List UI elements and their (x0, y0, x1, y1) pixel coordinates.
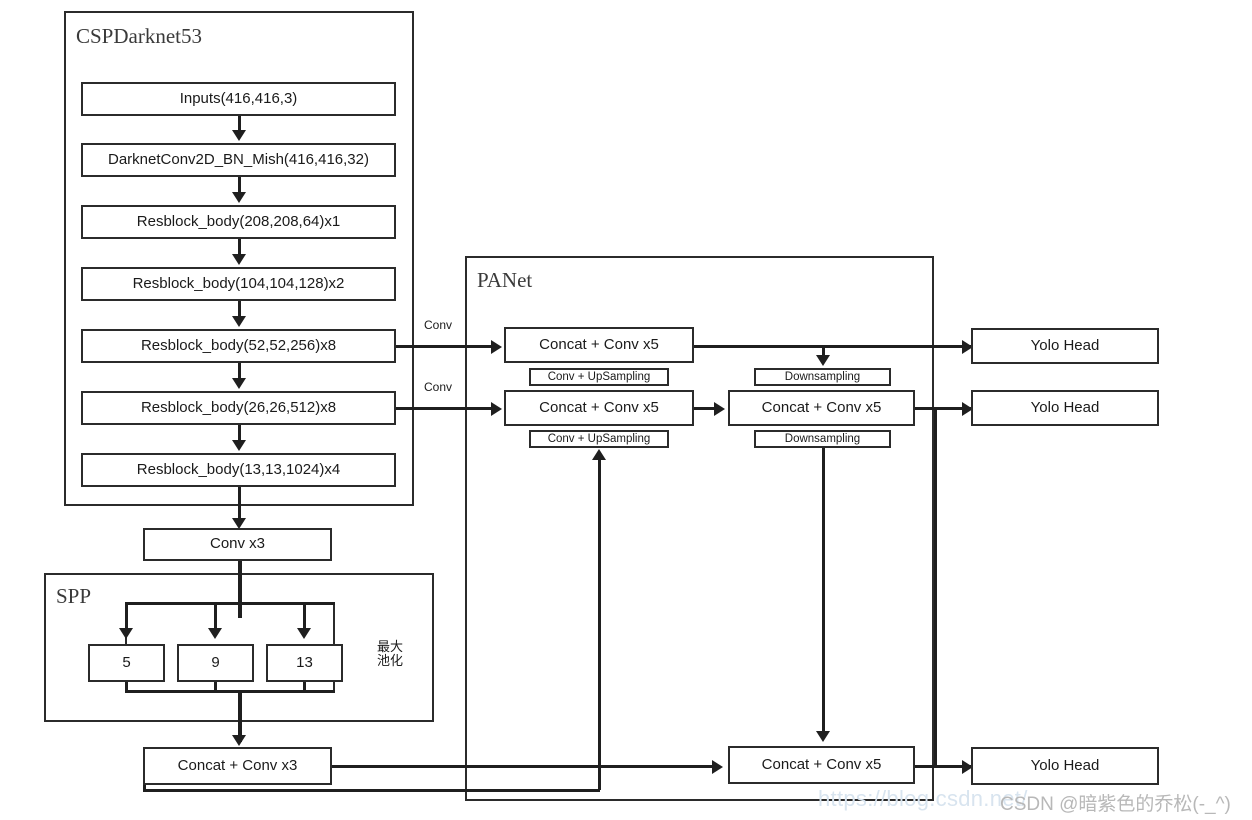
edge-res4-to-res5 (238, 425, 241, 441)
node-darknetconv2d-bn-mish[interactable]: DarknetConv2D_BN_Mish(416,416,32) (81, 143, 396, 177)
arrow-midleft-to-midright (714, 402, 725, 416)
group-title-cspdarknet53: CSPDarknet53 (76, 24, 202, 48)
arrow-stem-to-res1 (232, 192, 246, 203)
node-concat-conv-x5-bottom[interactable]: Concat + Conv x5 (728, 746, 915, 784)
arrow-to-head3 (962, 760, 973, 774)
edge-downsampling2-to-bottom-concat (822, 448, 825, 733)
edge-inputs-to-stem (238, 116, 241, 132)
arrow-to-head2 (962, 402, 973, 416)
edge-spp-merge-bar (125, 690, 335, 693)
edge-sppout-branch-bottom (143, 789, 600, 792)
arrow-sppout-to-bottom-concat (712, 760, 723, 774)
edge-res3-to-panet (396, 345, 493, 348)
node-downsampling-1[interactable]: Downsampling (754, 368, 891, 386)
node-maxpool-13[interactable]: 13 (266, 644, 343, 682)
node-yolo-head-1[interactable]: Yolo Head (971, 328, 1159, 364)
node-resblock-body-3[interactable]: Resblock_body(52,52,256)x8 (81, 329, 396, 363)
edge-spp-to-concat-convx3 (238, 690, 242, 742)
edge-spp-fanout-bar (125, 602, 335, 605)
arrow-to-head1 (962, 340, 973, 354)
arrow-spp-branch-9 (208, 628, 222, 639)
node-maxpool-9[interactable]: 9 (177, 644, 254, 682)
edge-pool5-down (125, 682, 128, 692)
node-resblock-body-2[interactable]: Resblock_body(104,104,128)x2 (81, 267, 396, 301)
edge-res3-to-res4 (238, 363, 241, 379)
arrow-res1-to-res2 (232, 254, 246, 265)
edge-sppout-to-bottom-concat (332, 765, 714, 768)
arrow-res4-to-res5 (232, 440, 246, 451)
edge-midleft-to-midright (694, 407, 716, 410)
node-conv-x3[interactable]: Conv x3 (143, 528, 332, 561)
arrow-spp-branch-5 (119, 628, 133, 639)
node-concat-conv-x5-mid-right[interactable]: Concat + Conv x5 (728, 390, 915, 426)
node-conv-upsampling-1[interactable]: Conv + UpSampling (529, 368, 669, 386)
edge-res2-to-res3 (238, 301, 241, 317)
node-concat-conv-x5-top-left[interactable]: Concat + Conv x5 (504, 327, 694, 363)
edge-bottom-concat-to-head3 (915, 765, 971, 768)
node-yolo-head-2[interactable]: Yolo Head (971, 390, 1159, 426)
edge-stem-to-res1 (238, 177, 241, 193)
edge-convx3-to-spp (238, 561, 242, 618)
spp-maxpool-note: 最大 池化 (376, 639, 403, 668)
arrow-spp-to-concat-convx3 (232, 735, 246, 746)
node-concat-conv-x5-mid-left[interactable]: Concat + Conv x5 (504, 390, 694, 426)
group-panet (465, 256, 934, 801)
watermark-username: CSDN @暗紫色的乔松(-_^) (1000, 794, 1231, 815)
node-downsampling-2[interactable]: Downsampling (754, 430, 891, 448)
arrow-spp-branch-13 (297, 628, 311, 639)
edge-spp-branch-5 (125, 602, 128, 630)
edge-pool9-down (214, 682, 217, 692)
arrow-res5-to-convx3 (232, 518, 246, 529)
arrow-downsampling2-to-bottom-concat (816, 731, 830, 742)
edge-label-conv-2: Conv (424, 380, 453, 394)
node-resblock-body-1[interactable]: Resblock_body(208,208,64)x1 (81, 205, 396, 239)
arrow-sppout-to-upsampling2 (592, 449, 606, 460)
edge-sppout-drop-from-node (143, 785, 146, 791)
node-conv-upsampling-2[interactable]: Conv + UpSampling (529, 430, 669, 448)
group-title-panet: PANet (477, 268, 533, 292)
arrow-topleft-to-downsampling1 (816, 355, 830, 366)
edge-res1-to-res2 (238, 239, 241, 255)
edge-midright-out-riser (934, 407, 937, 765)
edge-sppout-branch-riser (598, 460, 601, 790)
edge-spp-branch-13 (303, 602, 306, 630)
node-yolo-head-3[interactable]: Yolo Head (971, 747, 1159, 785)
node-resblock-body-5[interactable]: Resblock_body(13,13,1024)x4 (81, 453, 396, 487)
arrow-res3-to-panet (491, 340, 502, 354)
edge-topleft-tap-down (822, 345, 825, 357)
edge-label-conv-1: Conv (424, 318, 453, 332)
edge-midright-to-head2 (915, 407, 971, 410)
edge-spp-branch-9 (214, 602, 217, 630)
arrow-res2-to-res3 (232, 316, 246, 327)
edge-pool13-down (303, 682, 306, 692)
arrow-inputs-to-stem (232, 130, 246, 141)
edge-res4-to-panet (396, 407, 493, 410)
edge-topleft-to-head1 (694, 345, 971, 348)
arrow-res3-to-res4 (232, 378, 246, 389)
group-title-spp: SPP (56, 584, 92, 608)
arrow-res4-to-panet (491, 402, 502, 416)
edge-res5-to-convx3 (238, 487, 241, 522)
node-resblock-body-4[interactable]: Resblock_body(26,26,512)x8 (81, 391, 396, 425)
watermark-url: https://blog.csdn.net/ (818, 786, 1028, 811)
node-concat-conv-x3[interactable]: Concat + Conv x3 (143, 747, 332, 785)
node-inputs[interactable]: Inputs(416,416,3) (81, 82, 396, 116)
node-maxpool-5[interactable]: 5 (88, 644, 165, 682)
